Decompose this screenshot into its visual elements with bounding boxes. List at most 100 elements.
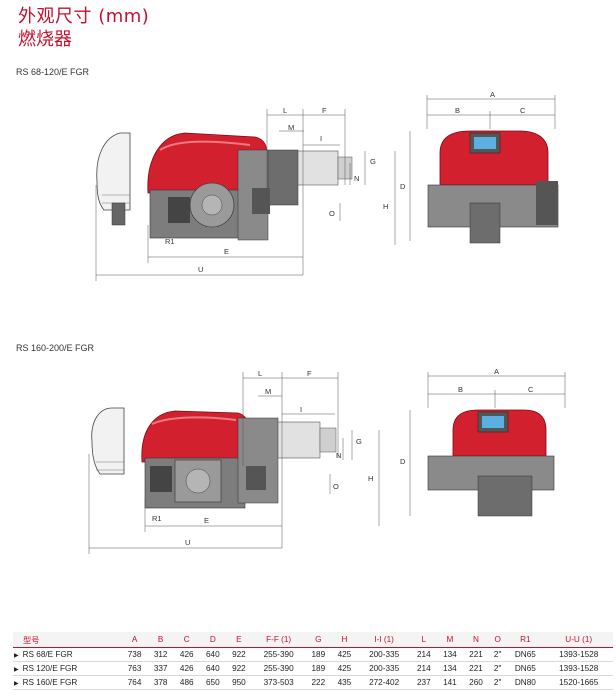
table-cell: DN80 [506, 675, 545, 690]
table-cell: 435 [331, 675, 358, 690]
page-title: 外观尺寸 (mm) [18, 6, 150, 27]
table-cell: 1393-1528 [544, 661, 613, 676]
table-cell: 141 [436, 675, 463, 690]
burner-front-view [427, 130, 559, 244]
svg-text:E: E [204, 516, 209, 525]
table-cell: 1393-1528 [544, 647, 613, 662]
table-cell: 425 [331, 661, 358, 676]
svg-text:R1: R1 [165, 237, 175, 246]
table-header-row: 型号 A B C D E F-F (1) G H I-I (1) L M N O… [13, 632, 613, 648]
table-cell: 221 [462, 661, 490, 676]
svg-text:B: B [458, 385, 463, 394]
table-cell: 950 [225, 675, 252, 690]
col-header: H [331, 632, 358, 648]
table-cell: 272-402 [357, 675, 411, 690]
col-header: D [199, 632, 226, 648]
svg-text:O: O [329, 209, 335, 218]
svg-text:B: B [455, 106, 460, 115]
table-cell: DN65 [506, 661, 545, 676]
table-cell: 200-335 [357, 661, 411, 676]
svg-text:N: N [336, 451, 341, 460]
svg-text:N: N [354, 174, 359, 183]
col-header: C [173, 632, 200, 648]
table-cell: 189 [305, 661, 332, 676]
svg-text:G: G [356, 437, 362, 446]
svg-text:M: M [265, 387, 271, 396]
table-cell: 738 [121, 647, 148, 662]
table-cell: 425 [331, 647, 358, 662]
svg-text:H: H [368, 474, 373, 483]
side-dimension-lines [88, 372, 380, 554]
table-cell: 922 [225, 661, 252, 676]
table-cell: 134 [436, 647, 463, 662]
svg-text:I: I [300, 405, 302, 414]
col-header: L [410, 632, 437, 648]
triangle-bullet-icon: ▶ [14, 681, 19, 687]
col-header: O [489, 632, 507, 648]
col-header: R1 [506, 632, 545, 648]
svg-text:F: F [322, 106, 327, 115]
table-cell: 255-390 [251, 661, 306, 676]
svg-text:C: C [520, 106, 526, 115]
svg-text:D: D [400, 457, 406, 466]
model-cell: ▶RS 120/E FGR [13, 661, 122, 676]
table-cell: 763 [121, 661, 148, 676]
triangle-bullet-icon: ▶ [14, 653, 19, 659]
table-cell: 764 [121, 675, 148, 690]
table-cell: 237 [410, 675, 437, 690]
svg-text:A: A [494, 367, 499, 376]
table-cell: 922 [225, 647, 252, 662]
col-header: I-I (1) [357, 632, 411, 648]
svg-text:I: I [320, 134, 322, 143]
table-cell: 214 [410, 661, 437, 676]
drawing-1: L F M I G N H O R1 E U A B C D [95, 90, 559, 281]
table-cell: 260 [462, 675, 490, 690]
table-cell: 640 [199, 647, 226, 662]
table-cell: 221 [462, 647, 490, 662]
table-cell: 214 [410, 647, 437, 662]
svg-text:E: E [224, 247, 229, 256]
burner-side-view [91, 407, 337, 509]
col-header: F-F (1) [251, 632, 306, 648]
col-header: 型号 [13, 632, 122, 648]
col-header: N [462, 632, 490, 648]
svg-text:U: U [185, 538, 190, 547]
front-dimension-lines [409, 372, 566, 516]
table-row: ▶RS 120/E FGR 763 337 426 640 922 255-39… [13, 661, 613, 676]
side-dimension-lines [95, 109, 396, 281]
svg-text:L: L [258, 369, 262, 378]
table-cell: 134 [436, 661, 463, 676]
side-dimension-labels: L F M I G N H O R1 E U [152, 369, 373, 547]
burner-side-view [96, 132, 353, 241]
table-row: ▶RS 68/E FGR 738 312 426 640 922 255-390… [13, 647, 613, 662]
col-header: A [121, 632, 148, 648]
col-header: G [305, 632, 332, 648]
table-cell: DN65 [506, 647, 545, 662]
model-label-2: RS 160-200/E FGR [16, 343, 95, 353]
table-cell: 2" [489, 647, 507, 662]
col-header: E [225, 632, 252, 648]
svg-text:D: D [400, 182, 406, 191]
table-cell: 373-503 [251, 675, 306, 690]
table-cell: 486 [173, 675, 200, 690]
svg-text:L: L [283, 106, 287, 115]
svg-text:F: F [307, 369, 312, 378]
table-cell: 337 [147, 661, 174, 676]
model-cell: ▶RS 68/E FGR [13, 647, 122, 662]
triangle-bullet-icon: ▶ [14, 667, 19, 673]
svg-text:G: G [370, 157, 376, 166]
svg-text:O: O [333, 482, 339, 491]
svg-text:U: U [198, 265, 203, 274]
table-cell: 650 [199, 675, 226, 690]
side-dimension-labels: L F M I G N H O R1 E U [165, 106, 388, 274]
table-cell: 426 [173, 647, 200, 662]
table-cell: 312 [147, 647, 174, 662]
front-dimension-lines [409, 95, 556, 241]
table-cell: 426 [173, 661, 200, 676]
table-cell: 200-335 [357, 647, 411, 662]
svg-text:A: A [490, 90, 495, 99]
svg-text:R1: R1 [152, 514, 162, 523]
table-cell: 640 [199, 661, 226, 676]
svg-text:H: H [383, 202, 388, 211]
model-label-1: RS 68-120/E FGR [16, 67, 90, 77]
